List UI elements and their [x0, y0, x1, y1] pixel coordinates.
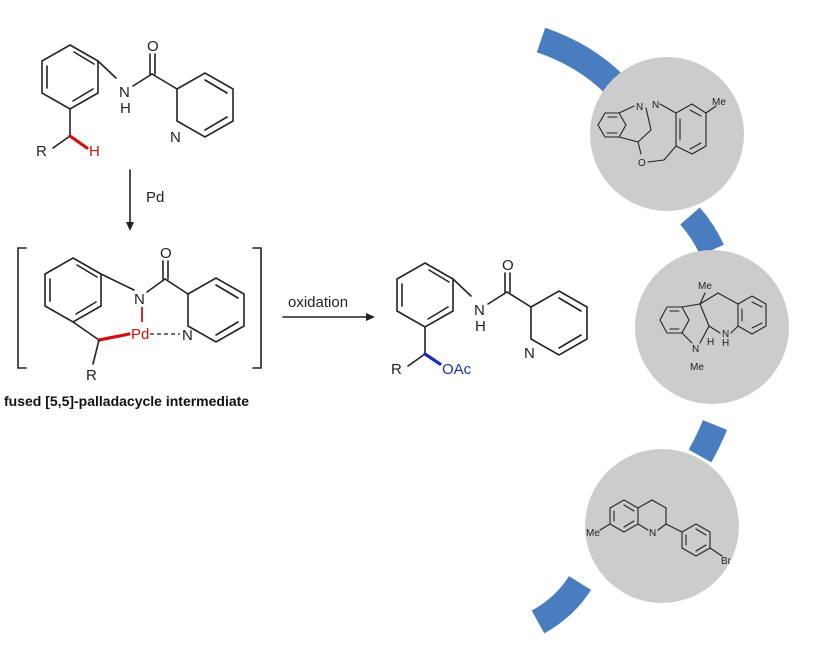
app1-me: Me [712, 97, 726, 108]
app2-n-me: N [692, 344, 699, 355]
intermediate: R Pd N O N fused [5,5]-palladacycle inte… [4, 245, 262, 409]
app2-me-n: Me [690, 362, 704, 373]
sm-amide-h: H [120, 100, 131, 117]
prod-pyridine-n: N [524, 345, 535, 362]
step1-reagent: Pd [146, 189, 164, 206]
int-amide-n: N [134, 291, 145, 308]
application-circle-1 [590, 57, 744, 211]
prod-acetoxy: OAc [442, 361, 472, 378]
app2-h-ring: H [707, 337, 714, 348]
step2-reagent: oxidation [288, 294, 348, 311]
app1-n2: N [652, 100, 659, 111]
arc-segment-lower [688, 420, 728, 463]
sm-amide-n: N [119, 84, 130, 101]
application-1: N N O Me [590, 57, 744, 211]
prod-amide-h: H [475, 318, 486, 335]
app1-n1: N [636, 102, 643, 113]
intermediate-c-pd-bond [97, 332, 131, 342]
product-c-oac-bond [423, 352, 442, 366]
application-circle-3 [585, 449, 739, 603]
arc-segment-bottom [531, 575, 592, 634]
arc-segment-upper [680, 207, 724, 256]
application-2: N Me Me H N H [635, 250, 789, 404]
application-3: Me N Br [585, 449, 739, 603]
sm-carbonyl-o: O [147, 38, 159, 55]
app3-br: Br [721, 556, 732, 567]
step2-arrow: oxidation [282, 294, 375, 321]
int-r-group: R [86, 367, 97, 384]
sm-activated-h: H [89, 143, 100, 160]
int-pd-metal: Pd [131, 326, 149, 343]
application-circle-2 [635, 250, 789, 404]
step1-arrow: Pd [126, 169, 164, 231]
sm-r-group: R [36, 143, 47, 160]
app1-o: O [638, 158, 646, 169]
arc-segment-top [536, 27, 625, 95]
app2-me-top: Me [698, 281, 712, 292]
starting-material: R H N H O N [36, 38, 234, 160]
app2-nh-n: N [722, 329, 729, 340]
sm-pyridine-n: N [170, 129, 181, 146]
app2-nh-h: H [722, 338, 729, 349]
activated-ch-bond [68, 134, 89, 150]
product: R OAc N H O N [391, 257, 588, 378]
decorative-arc [531, 27, 728, 634]
prod-amide-n: N [474, 302, 485, 319]
app3-me: Me [586, 528, 600, 539]
app3-n: N [649, 528, 656, 539]
prod-carbonyl-o: O [502, 257, 514, 274]
prod-r-group: R [391, 361, 402, 378]
int-carbonyl-o: O [160, 245, 172, 262]
int-pyridine-n: N [182, 327, 193, 344]
intermediate-caption: fused [5,5]-palladacycle intermediate [4, 393, 249, 409]
